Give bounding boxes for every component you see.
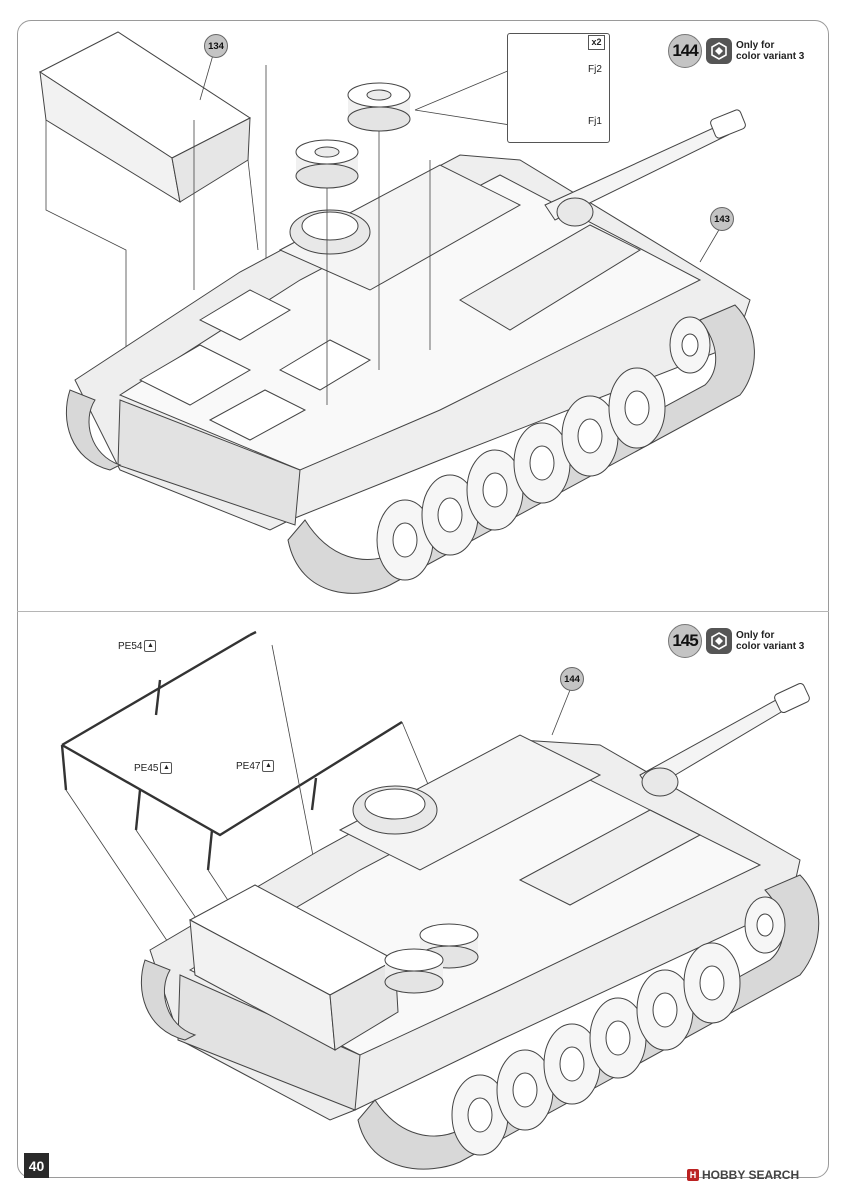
photo-etch-icon: ▲ <box>262 760 275 772</box>
vehicle-hull-144 <box>65 109 755 594</box>
stowage-box-134 <box>39 31 251 204</box>
road-wheels-145 <box>451 896 786 1156</box>
spare-wheels-144 <box>295 82 411 189</box>
detail-inset <box>507 33 610 143</box>
part-label-pe45: PE45 ▲ <box>134 762 173 774</box>
part-label-fj2: Fj2 <box>588 64 602 75</box>
step-number: 144 <box>668 34 702 68</box>
variant-icon <box>706 628 732 654</box>
step-145-header: 145 Only for color variant 3 <box>668 624 804 658</box>
page-frame <box>17 20 829 1178</box>
quantity-badge: x2 <box>588 35 605 50</box>
watermark: H HOBBY SEARCH <box>687 1168 799 1182</box>
vehicle-hull-145 <box>140 682 820 1170</box>
step-divider <box>17 611 829 612</box>
callout-step-143: 143 <box>710 207 734 231</box>
part-label-fj1: Fj1 <box>588 116 602 127</box>
step-number: 145 <box>668 624 702 658</box>
callout-step-144: 144 <box>560 667 584 691</box>
step-144-header: 144 Only for color variant 3 <box>668 34 804 68</box>
variant-icon <box>706 38 732 64</box>
variant-note: Only for color variant 3 <box>736 40 805 62</box>
callout-step-134: 134 <box>204 34 228 58</box>
page-number: 40 <box>24 1153 49 1178</box>
variant-note: Only for color variant 3 <box>736 630 805 652</box>
photo-etch-frame-145 <box>60 630 403 871</box>
part-label-pe47: PE47 ▲ <box>236 760 275 772</box>
road-wheels-144 <box>376 316 711 581</box>
photo-etch-icon: ▲ <box>160 762 173 774</box>
photo-etch-icon: ▲ <box>144 640 157 652</box>
hobby-search-logo-icon: H <box>687 1169 699 1181</box>
part-label-pe54: PE54 ▲ <box>118 640 157 652</box>
